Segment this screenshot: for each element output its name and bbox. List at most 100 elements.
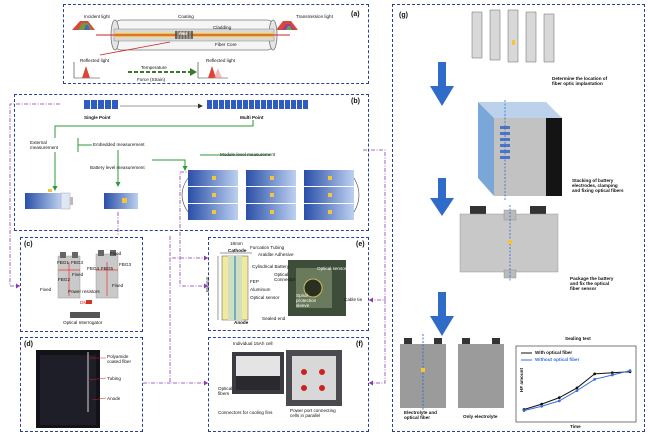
optical-sensor-r-label: Optical sensor bbox=[317, 266, 347, 271]
sealing-chart bbox=[521, 352, 632, 412]
reflected-right-label: Reflected light bbox=[206, 58, 236, 63]
panel-e-label: (e) bbox=[356, 241, 365, 248]
embedded-label: Embedded measurement bbox=[93, 142, 145, 147]
legend-with-fiber: With optical fiber bbox=[535, 350, 573, 355]
fibers-label: Optical fibers bbox=[218, 386, 233, 397]
aluminum-label: Aluminum bbox=[250, 287, 271, 292]
multi-point-icon bbox=[207, 100, 308, 109]
series-1-point-2 bbox=[557, 399, 561, 403]
tubing-label: Tubing bbox=[107, 376, 121, 381]
external-label: External measurement bbox=[30, 140, 59, 151]
coating-label: Coating bbox=[178, 14, 194, 19]
interrogator-device-icon bbox=[70, 312, 100, 318]
transmission-label: Transmission light bbox=[296, 14, 333, 19]
araldite-label: Araldite Adhesive bbox=[258, 252, 294, 257]
cap1-label: Electrolyte and optical fiber bbox=[404, 410, 437, 421]
incident-label: Incident light bbox=[84, 14, 110, 19]
chart-xlabel: Time bbox=[570, 424, 581, 429]
reflected-spectrum-right-icon bbox=[208, 66, 216, 78]
panel-f bbox=[208, 337, 369, 432]
battery-package-icon bbox=[459, 205, 559, 282]
core-label: Fiber Core bbox=[215, 42, 237, 47]
step1-label: Determine the location of fiber optic im… bbox=[552, 76, 608, 87]
cell-label: Individual 15Ah cell bbox=[233, 341, 273, 346]
panel-e bbox=[208, 237, 369, 331]
fbg2-label: FBG2 bbox=[58, 277, 70, 282]
power-label: Power resistors bbox=[68, 289, 100, 294]
panel-a bbox=[63, 4, 369, 84]
fep-label: FEP bbox=[250, 279, 259, 284]
embedded-battery-icon bbox=[104, 193, 138, 209]
panel-b-label: (b) bbox=[351, 98, 360, 105]
single-point-icon bbox=[84, 100, 118, 109]
cylindrical-label: Cylindrical Battery bbox=[252, 264, 290, 269]
powerport-label: Power port connecting cells in parallel bbox=[290, 408, 336, 419]
single-point-label: Single Point bbox=[84, 115, 111, 120]
anode-label-e: Anode bbox=[234, 320, 249, 325]
series-1-point-1 bbox=[540, 404, 544, 408]
module-battery-icon bbox=[181, 170, 360, 220]
fixed2-label: Fixed bbox=[72, 272, 84, 277]
series-1-point-0 bbox=[522, 409, 526, 412]
panel-b bbox=[14, 94, 369, 231]
mm18-label: 18mm bbox=[230, 241, 243, 246]
cap2-label: Only electrolyte bbox=[463, 414, 498, 419]
sealed-label: Sealed end bbox=[262, 316, 286, 321]
panel-f-label: (f) bbox=[356, 341, 363, 348]
panel-g-label: (g) bbox=[399, 12, 408, 19]
series-0-point-3 bbox=[575, 386, 579, 390]
fbg3a-label: FBG3 bbox=[71, 260, 83, 265]
fbg5-label: FBG5 bbox=[101, 266, 113, 271]
electrode-stack-icon bbox=[478, 100, 562, 200]
fixed4-label: Fixed bbox=[112, 283, 124, 288]
optical-conn-label: Optical Connector bbox=[274, 272, 296, 283]
external-battery-icon bbox=[25, 189, 73, 210]
panel-c bbox=[20, 237, 143, 332]
cable-label: Cable tie bbox=[344, 297, 363, 302]
fbg1-label: FBG1 bbox=[57, 260, 69, 265]
furcation-label: Furcation Tubing bbox=[250, 245, 285, 250]
series-1-point-3 bbox=[575, 389, 579, 393]
fbg4-label: FBG4 bbox=[87, 266, 99, 271]
connectors-label: Connectors for cooling fins bbox=[218, 410, 273, 415]
step3-label: Package the battery and fix the optical … bbox=[570, 276, 614, 292]
panel-g bbox=[392, 4, 645, 432]
module-level-label: Module level measurement bbox=[220, 152, 276, 157]
anode-label-d: Anode bbox=[107, 396, 121, 401]
final-cell-electrolyte-icon bbox=[458, 338, 504, 408]
multi-point-label: Multi Point bbox=[240, 115, 264, 120]
temperature-label: Temperature bbox=[141, 65, 167, 70]
panel-a-label: (a) bbox=[351, 11, 360, 18]
cathode-label: Cathode bbox=[228, 248, 247, 253]
polyamide-label: Polyamide coated fiber bbox=[107, 354, 132, 365]
panel-c-label: (c) bbox=[24, 241, 33, 248]
fixed3-label: Fixed bbox=[40, 287, 52, 292]
spiral-label: Spiral protection sleeve bbox=[296, 293, 317, 309]
series-1-point-5 bbox=[610, 373, 614, 377]
fbg3b-label: FBG3 bbox=[119, 262, 131, 267]
chart-frame bbox=[515, 345, 637, 423]
panel-d-label: (d) bbox=[24, 341, 33, 348]
measurement-tree bbox=[54, 120, 270, 186]
series-0-point-4 bbox=[593, 372, 597, 376]
reflected-spectrum-left-icon bbox=[82, 66, 90, 78]
series-1-point-4 bbox=[593, 377, 597, 381]
series-0-point-2 bbox=[557, 396, 561, 400]
series-0-point-1 bbox=[540, 402, 544, 406]
step2-label: Stacking of battery electrodes, clamping… bbox=[572, 178, 624, 194]
interrogator-label: Optical Interrogator bbox=[63, 320, 103, 325]
dmo-label: DMO bbox=[80, 300, 91, 305]
panel-d bbox=[20, 337, 143, 432]
chart-title: Sealing test bbox=[565, 336, 591, 341]
fbg-label: FBG bbox=[179, 31, 188, 36]
fixed1-label: Fixed bbox=[110, 251, 122, 256]
reflected-left-label: Reflected light bbox=[80, 58, 110, 63]
